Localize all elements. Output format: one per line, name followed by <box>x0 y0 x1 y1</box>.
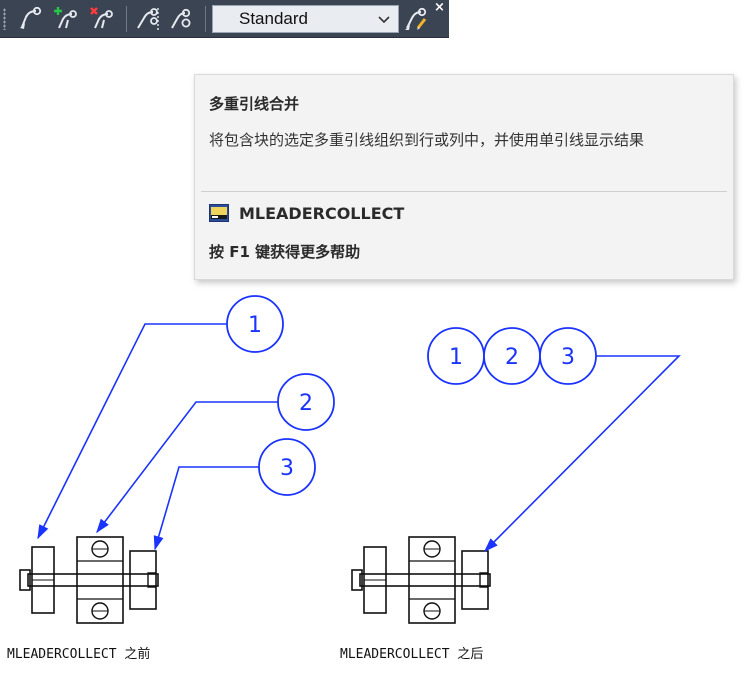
style-select-value: Standard <box>239 9 308 28</box>
add-leader-button[interactable] <box>50 4 80 34</box>
add-leader-icon <box>54 7 77 29</box>
mechanical-part-after <box>351 536 491 624</box>
remove-leader-button[interactable] <box>86 4 116 34</box>
bubble-after-3: 3 <box>561 345 575 370</box>
multileader-button[interactable] <box>14 4 44 34</box>
command-tooltip: 多重引线合并 将包含块的选定多重引线组织到行或列中，并使用单引线显示结果 MLE… <box>194 74 734 280</box>
tooltip-help-hint: 按 F1 键获得更多帮助 <box>209 243 361 261</box>
toolbar-close-button[interactable]: × <box>434 0 445 15</box>
bubble-after-1: 1 <box>449 345 463 370</box>
tooltip-divider <box>201 191 727 192</box>
align-multileaders-button[interactable] <box>132 4 162 34</box>
collect-multileaders-button[interactable] <box>166 4 196 34</box>
label-before: MLEADERCOLLECT 之前 <box>7 647 151 662</box>
multileader-style-icon <box>405 7 427 30</box>
leader-after <box>483 355 681 553</box>
toolbar-separator <box>126 6 127 32</box>
bubbles-after: 1 2 3 <box>427 327 597 385</box>
leaders-before <box>37 323 279 551</box>
bubble-before-3: 3 <box>280 456 294 481</box>
multileader-style-select[interactable]: Standard <box>212 5 399 33</box>
tooltip-command-name: MLEADERCOLLECT <box>239 204 405 223</box>
tooltip-description: 将包含块的选定多重引线组织到行或列中，并使用单引线显示结果 <box>209 131 645 149</box>
mechanical-part-before <box>19 536 159 624</box>
bubbles-before: 1 2 3 <box>226 295 335 496</box>
align-multileaders-icon <box>137 8 159 30</box>
collect-multileaders-icon <box>171 8 191 29</box>
label-after: MLEADERCOLLECT 之后 <box>340 647 484 662</box>
cad-drawing: 1 2 3 1 2 3 <box>19 295 681 624</box>
command-line-icon <box>209 204 229 222</box>
chevron-down-icon <box>378 16 390 24</box>
tooltip-title: 多重引线合并 <box>209 95 300 113</box>
multileader-toolbar: Standard × <box>0 0 449 38</box>
toolbar-separator <box>205 6 206 32</box>
remove-leader-icon <box>90 7 113 29</box>
toolbar-grip[interactable] <box>3 8 6 30</box>
bubble-after-2: 2 <box>505 345 519 370</box>
multileader-style-button[interactable] <box>400 4 430 34</box>
multileader-icon <box>20 6 42 29</box>
bubble-before-1: 1 <box>248 313 262 338</box>
bubble-before-2: 2 <box>299 391 313 416</box>
